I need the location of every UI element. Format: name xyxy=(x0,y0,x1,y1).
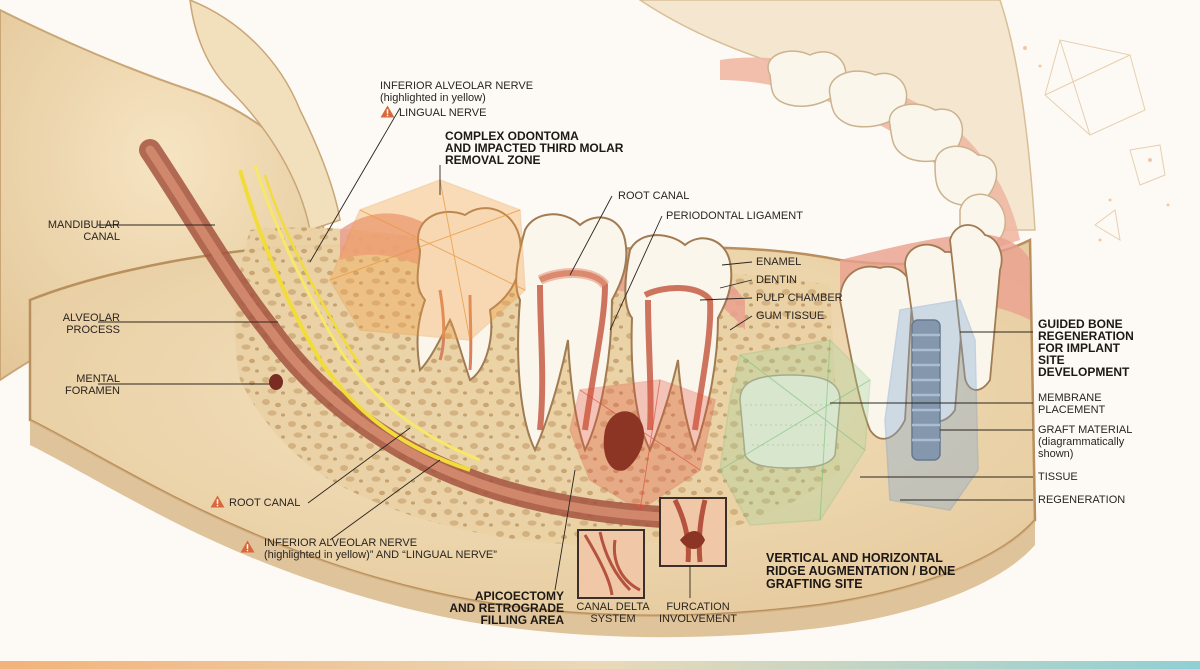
label-line: AND RETROGRADE xyxy=(449,601,564,615)
lingual-nerve xyxy=(253,164,481,462)
distant-teeth xyxy=(767,50,1006,248)
label-line: VERTICAL AND HORIZONTAL xyxy=(766,551,943,565)
label-line: COMPLEX ODONTOMA xyxy=(445,129,579,143)
enamel-label: ENAMEL xyxy=(756,256,802,268)
tissue-label: TISSUE xyxy=(1038,471,1078,483)
label-line: (highlighted in yellow) xyxy=(380,92,486,104)
periodontal-ligament-label: PERIODONTAL LIGAMENT xyxy=(666,210,803,222)
alveolar-process-label: ALVEOLAR PROCESS xyxy=(20,312,120,336)
odontoma-zone xyxy=(329,179,526,341)
label-line: APICOECTOMY xyxy=(474,589,564,603)
label-line: FILLING AREA xyxy=(480,613,564,627)
label-line: REGENERATION xyxy=(1038,329,1134,343)
implant-zone xyxy=(884,299,979,511)
label-line: PLACEMENT xyxy=(1038,404,1106,416)
lingual-nerve-label: LINGUAL NERVE xyxy=(380,105,486,119)
label-line: REMOVAL ZONE xyxy=(445,153,541,167)
root-canal-top-label: ROOT CANAL xyxy=(618,190,690,202)
gum-tissue-label: GUM TISSUE xyxy=(756,310,825,322)
inferior-alveolar-nerve xyxy=(238,169,471,472)
decorative-dots xyxy=(1023,46,1170,242)
canal-delta-label: CANAL DELTA SYSTEM xyxy=(573,601,653,625)
label-line: CANAL DELTA xyxy=(576,601,650,613)
decorative-polygons xyxy=(1044,39,1166,241)
label-line: ROOT CANAL xyxy=(229,497,301,509)
regeneration-label: REGENERATION xyxy=(1038,494,1126,506)
impacted-third-molar xyxy=(416,207,522,382)
dentin-label: DENTIN xyxy=(756,274,797,286)
membrane-placement-label: MEMBRANE PLACEMENT xyxy=(1038,392,1105,416)
label-line: INFERIOR ALVEOLAR NERVE xyxy=(380,80,534,92)
graft-site xyxy=(739,374,841,469)
label-line: LINGUAL NERVE xyxy=(399,107,487,119)
mental-foramen-hole xyxy=(269,374,283,390)
canal-delta-inset xyxy=(577,529,645,599)
label-line: (highlighted in yellow)” AND “LINGUAL NE… xyxy=(264,549,497,561)
label-line: MENTAL xyxy=(76,373,120,385)
second-molar xyxy=(515,213,628,453)
coronoid xyxy=(189,0,341,231)
inferior-alveolar-nerve-bottom-label: INFERIOR ALVEOLAR NERVE (highlighted in … xyxy=(240,537,497,561)
ridge-augmentation-label: VERTICAL AND HORIZONTAL RIDGE AUGMENTATI… xyxy=(766,552,955,591)
label-line: CANAL xyxy=(83,231,120,243)
label-line: RIDGE AUGMENTATION / BONE xyxy=(766,564,956,578)
label-line: INFERIOR ALVEOLAR NERVE xyxy=(264,537,418,549)
label-line: SYSTEM xyxy=(590,613,636,625)
guided-bone-regeneration-label: GUIDED BONE REGENERATION FOR IMPLANT SIT… xyxy=(1038,318,1134,378)
label-line: PROCESS xyxy=(66,324,120,336)
apicoectomy-lesion xyxy=(603,411,645,471)
mandibular-canal-label: MANDIBULAR CANAL xyxy=(20,219,120,243)
label-line: FOR IMPLANT xyxy=(1038,341,1120,355)
label-line: MANDIBULAR xyxy=(47,219,120,231)
label-line: GRAFTING SITE xyxy=(766,577,863,591)
label-line: GRAFT MATERIAL xyxy=(1038,424,1133,436)
bottom-bar xyxy=(0,661,1200,669)
label-line: INVOLVEMENT xyxy=(658,613,738,625)
first-molar xyxy=(624,234,733,454)
label-line: shown) xyxy=(1038,448,1074,460)
label-line: DEVELOPMENT xyxy=(1038,365,1130,379)
apicoectomy-label: APICOECTOMY AND RETROGRADE FILLING AREA xyxy=(440,590,564,626)
leader-lines xyxy=(98,107,1033,598)
label-line: AND IMPACTED THIRD MOLAR xyxy=(445,141,624,155)
label-line: GUIDED BONE xyxy=(1038,317,1123,331)
label-line: ALVEOLAR xyxy=(62,312,120,324)
furcation-inset xyxy=(659,497,727,567)
root-canal-bottom-label: ROOT CANAL xyxy=(210,495,300,509)
warning-triangle-icon xyxy=(240,540,255,553)
complex-odontoma-label: COMPLEX ODONTOMA AND IMPACTED THIRD MOLA… xyxy=(445,130,623,166)
label-line: SITE xyxy=(1038,353,1065,367)
dental-implant xyxy=(911,319,941,461)
warning-triangle-icon xyxy=(210,495,225,508)
label-line: FORAMEN xyxy=(65,385,120,397)
furcation-label: FURCATION INVOLVEMENT xyxy=(653,601,743,625)
inferior-alveolar-nerve-top-label: INFERIOR ALVEOLAR NERVE (highlighted in … xyxy=(380,80,533,104)
label-line: MEMBRANE xyxy=(1038,392,1102,404)
pulp-chamber-label: PULP CHAMBER xyxy=(756,292,843,304)
label-line: FURCATION xyxy=(666,601,730,613)
label-line: (diagrammatically xyxy=(1038,436,1125,448)
apicoectomy-zone xyxy=(569,379,716,511)
graft-material-label: GRAFT MATERIAL (diagrammatically shown) xyxy=(1038,424,1132,460)
mental-foramen-label: MENTAL FORAMEN xyxy=(20,373,120,397)
warning-triangle-icon xyxy=(380,105,395,118)
